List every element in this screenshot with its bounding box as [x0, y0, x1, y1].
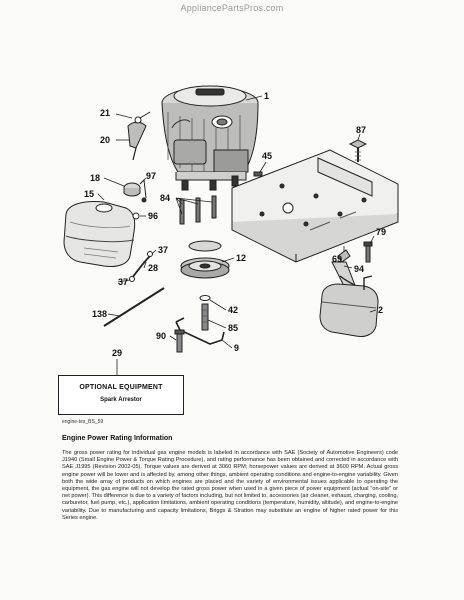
part-85-bolt[interactable] [201, 303, 209, 331]
part-18-fuel-cap[interactable] [123, 182, 141, 197]
callout-90: 90 [156, 331, 166, 341]
callout-69: 69 [332, 254, 342, 264]
part-45-bolt[interactable] [253, 171, 263, 177]
part-97-fitting[interactable] [139, 178, 147, 203]
callout-94: 94 [354, 264, 364, 274]
callout-84: 84 [160, 193, 170, 203]
engine-assembly[interactable] [161, 85, 259, 191]
callout-45: 45 [262, 151, 272, 161]
mounting-frame[interactable] [231, 149, 399, 263]
callout-87: 87 [356, 125, 366, 135]
callout-79: 79 [376, 227, 386, 237]
part-9-bracket[interactable] [175, 317, 225, 345]
part-69-clamp[interactable] [337, 249, 351, 263]
optional-equipment-title: OPTIONAL EQUIPMENT [79, 384, 163, 391]
callout-2: 2 [378, 305, 383, 315]
part-42-washer[interactable] [199, 295, 211, 301]
callout-20: 20 [100, 135, 110, 145]
callout-97: 97 [146, 171, 156, 181]
callout-12: 12 [236, 253, 246, 263]
leader-lines [97, 95, 377, 349]
callout-21: 21 [100, 108, 110, 118]
callout-138: 138 [92, 309, 107, 319]
callout-37-top: 37 [158, 245, 168, 255]
part-90-bolt[interactable] [174, 329, 185, 353]
part-2-muffler[interactable] [319, 275, 379, 337]
callout-42: 42 [228, 305, 238, 315]
callout-1: 1 [264, 91, 269, 101]
callout-18: 18 [90, 173, 100, 183]
part-12-pulley[interactable] [180, 240, 230, 279]
part-79-bolts[interactable] [363, 241, 373, 263]
callout-37-bottom: 37 [118, 277, 128, 287]
callout-29: 29 [112, 348, 122, 358]
info-paragraph: The gross power rating for individual ga… [62, 450, 398, 521]
callout-96: 96 [148, 211, 158, 221]
part-138-rod[interactable] [103, 287, 165, 327]
part-96-clamp[interactable] [132, 212, 140, 220]
callout-85: 85 [228, 323, 238, 333]
spark-arrestor-label: Spark Arrestor [100, 397, 142, 403]
figure-id: engine-tes_BS_59 [62, 419, 104, 425]
info-heading: Engine Power Rating Information [62, 435, 173, 442]
part-20-21-throttle-control[interactable] [127, 111, 151, 161]
part-28-fuel-line[interactable] [129, 251, 153, 282]
callout-9: 9 [234, 343, 239, 353]
callout-28: 28 [148, 263, 158, 273]
part-15-fuel-tank[interactable] [63, 201, 136, 267]
callout-15: 15 [84, 189, 94, 199]
optional-equipment-box: OPTIONAL EQUIPMENT Spark Arrestor [58, 375, 184, 415]
part-87-bolt[interactable] [348, 139, 368, 162]
site-watermark: AppliancePartsPros.com [180, 3, 284, 13]
